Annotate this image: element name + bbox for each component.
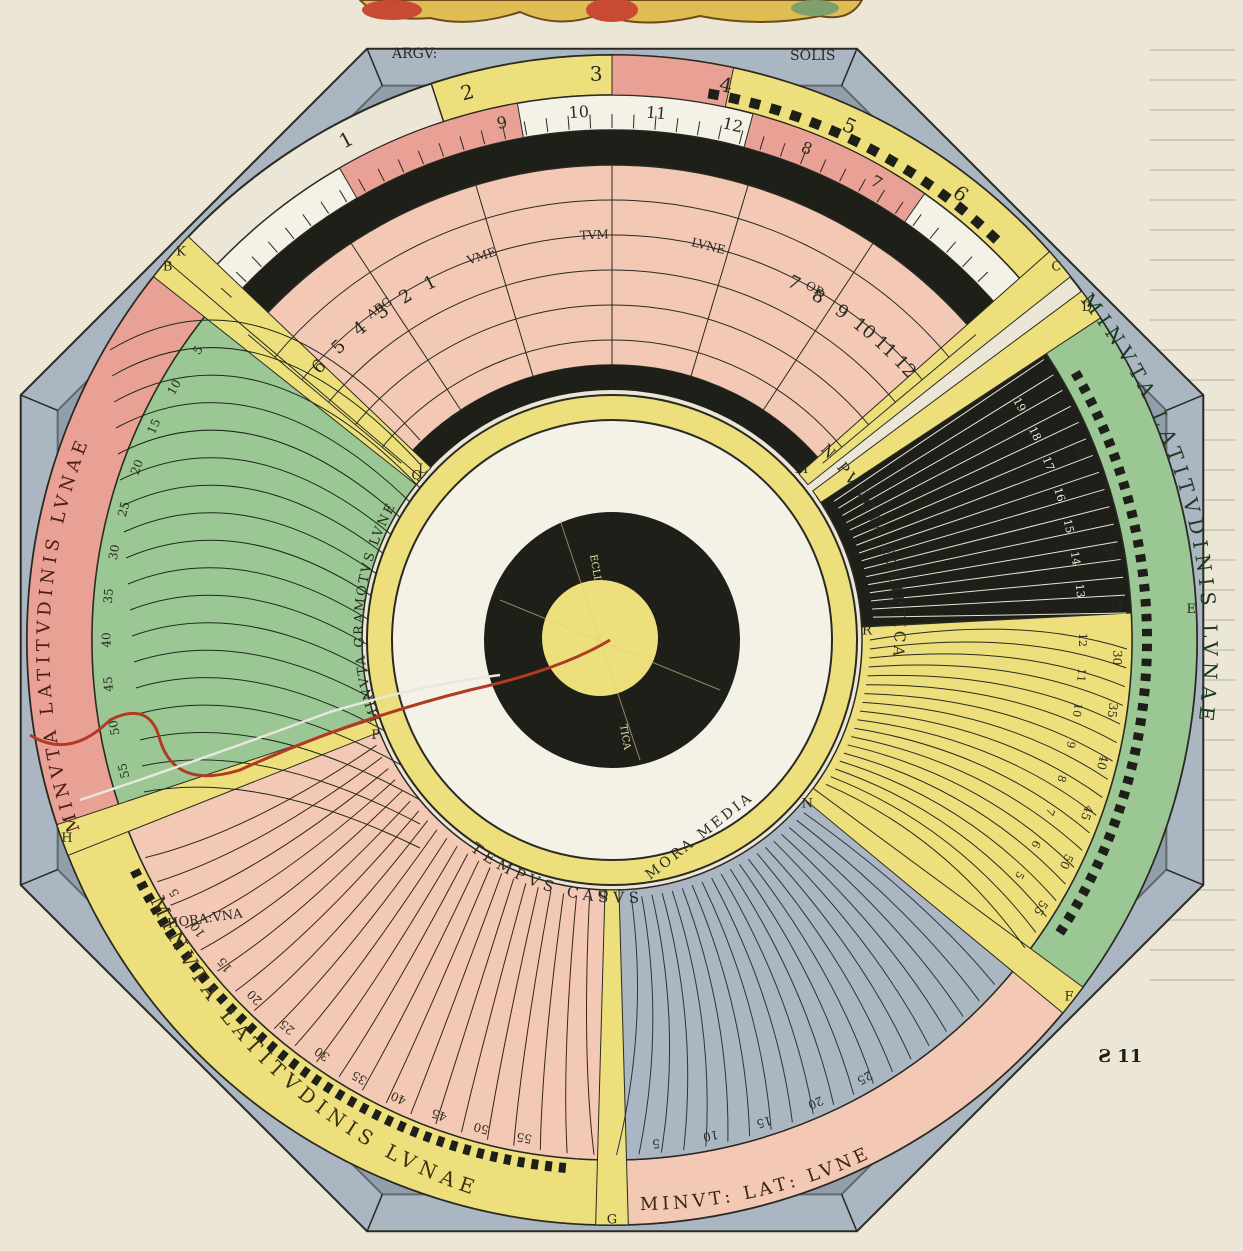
checker-mark xyxy=(544,1161,552,1172)
top-inner-numeral: 11 xyxy=(645,103,667,124)
rose-band-number: 50 xyxy=(106,719,122,736)
checker-mark xyxy=(1137,703,1148,712)
black-sector-number: 13 xyxy=(1073,583,1087,598)
scale-tick xyxy=(590,114,591,128)
yellow-sector-number: 12 xyxy=(1076,633,1089,647)
checker-mark xyxy=(1140,599,1150,607)
peach-band-number: 10 xyxy=(702,1127,720,1144)
sector-letter: R xyxy=(862,624,873,639)
green-band-number: 25 xyxy=(1109,597,1124,613)
checker-mark xyxy=(1139,688,1150,696)
checker-mark xyxy=(1140,673,1150,681)
top-ornament xyxy=(360,0,862,23)
sector-letter: Q xyxy=(411,469,422,484)
scale-tick xyxy=(633,114,634,128)
top-inner-numeral: 10 xyxy=(568,102,590,122)
sector-letter: O xyxy=(598,887,609,902)
checker-mark xyxy=(1142,629,1152,637)
sector-letter: E xyxy=(1186,602,1196,617)
checker-mark xyxy=(1137,569,1148,578)
green-band-number: 35 xyxy=(1105,702,1121,719)
yellow-sector-number: 11 xyxy=(1074,668,1088,683)
top-label-argu: ARGV: xyxy=(391,46,437,62)
peach-band-number: 5 xyxy=(652,1136,661,1151)
checker-mark xyxy=(1141,658,1151,666)
sector-letter: K xyxy=(176,244,186,259)
top-label-solis: SOLIS xyxy=(790,48,836,64)
folio-mark: Ƨ 11 xyxy=(1098,1046,1142,1067)
center-yellow-disc xyxy=(542,580,658,696)
sector-letter: N xyxy=(802,796,813,811)
rose-band-number: 45 xyxy=(101,676,116,692)
checker-mark xyxy=(558,1162,566,1173)
rose-band-number: 35 xyxy=(101,588,116,604)
sector-letter: G xyxy=(607,1213,617,1228)
black-sector-number: 14 xyxy=(1068,550,1083,566)
sector-letter: D xyxy=(1082,300,1092,315)
green-band-number: 20 xyxy=(1102,543,1118,560)
sector-letter: C xyxy=(1051,260,1061,275)
checker-mark xyxy=(1141,614,1151,622)
green-band-number: 30 xyxy=(1110,650,1125,666)
rose-band-number: 40 xyxy=(100,632,114,647)
sector-letter: H xyxy=(61,831,72,846)
sector-letter: M xyxy=(795,462,808,477)
checker-mark xyxy=(1142,644,1152,652)
yellow-band-number: 55 xyxy=(515,1130,532,1146)
checker-mark xyxy=(1139,584,1150,592)
sector-letter: F xyxy=(1065,990,1074,1005)
rose-band-number: 30 xyxy=(106,543,122,560)
top-sector-label: TVM xyxy=(580,227,610,242)
yellow-sector-number: 10 xyxy=(1070,702,1085,718)
checker-mark xyxy=(1135,717,1146,726)
sector-letter: B xyxy=(163,260,173,275)
checker-mark xyxy=(1135,554,1146,563)
sector-letter: P xyxy=(371,728,380,743)
top-big-numeral: 3 xyxy=(589,62,602,86)
